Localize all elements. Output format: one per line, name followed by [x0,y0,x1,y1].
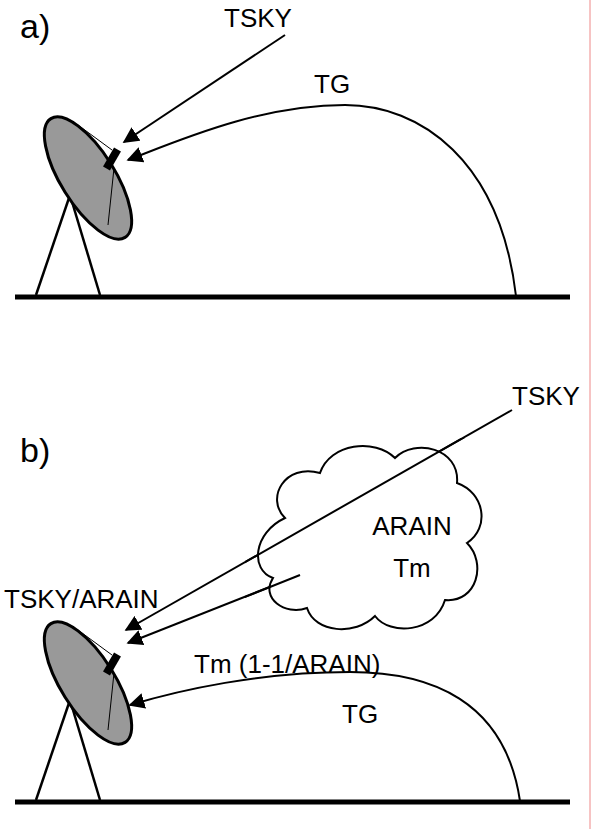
cloud-label: ARAIN [372,512,451,541]
ground-line [15,295,570,300]
sky-ray [124,35,285,142]
attenuated-sky-ray [126,410,512,630]
temperature-label: TG [340,700,380,729]
antenna-a [28,104,148,295]
temperature-label: TG [312,70,352,99]
cloud-outline [245,438,490,638]
cloud-label: Tm [393,554,431,583]
panel-letter: a) [18,8,52,45]
temperature-label: TSKY [510,382,582,411]
ground-line [15,800,570,805]
edge-rule [590,0,591,829]
temperature-label: TSKY [222,4,294,33]
panel-letter: b) [18,432,52,469]
rain-cloud: ARAIN Tm [245,438,490,638]
ground-arc [130,672,520,801]
temperature-label: TSKY/ARAIN [2,585,161,614]
temperature-label: Tm (1-1/ARAIN) [192,650,382,679]
ground-arc [128,105,516,296]
ray-overlay [245,438,490,638]
